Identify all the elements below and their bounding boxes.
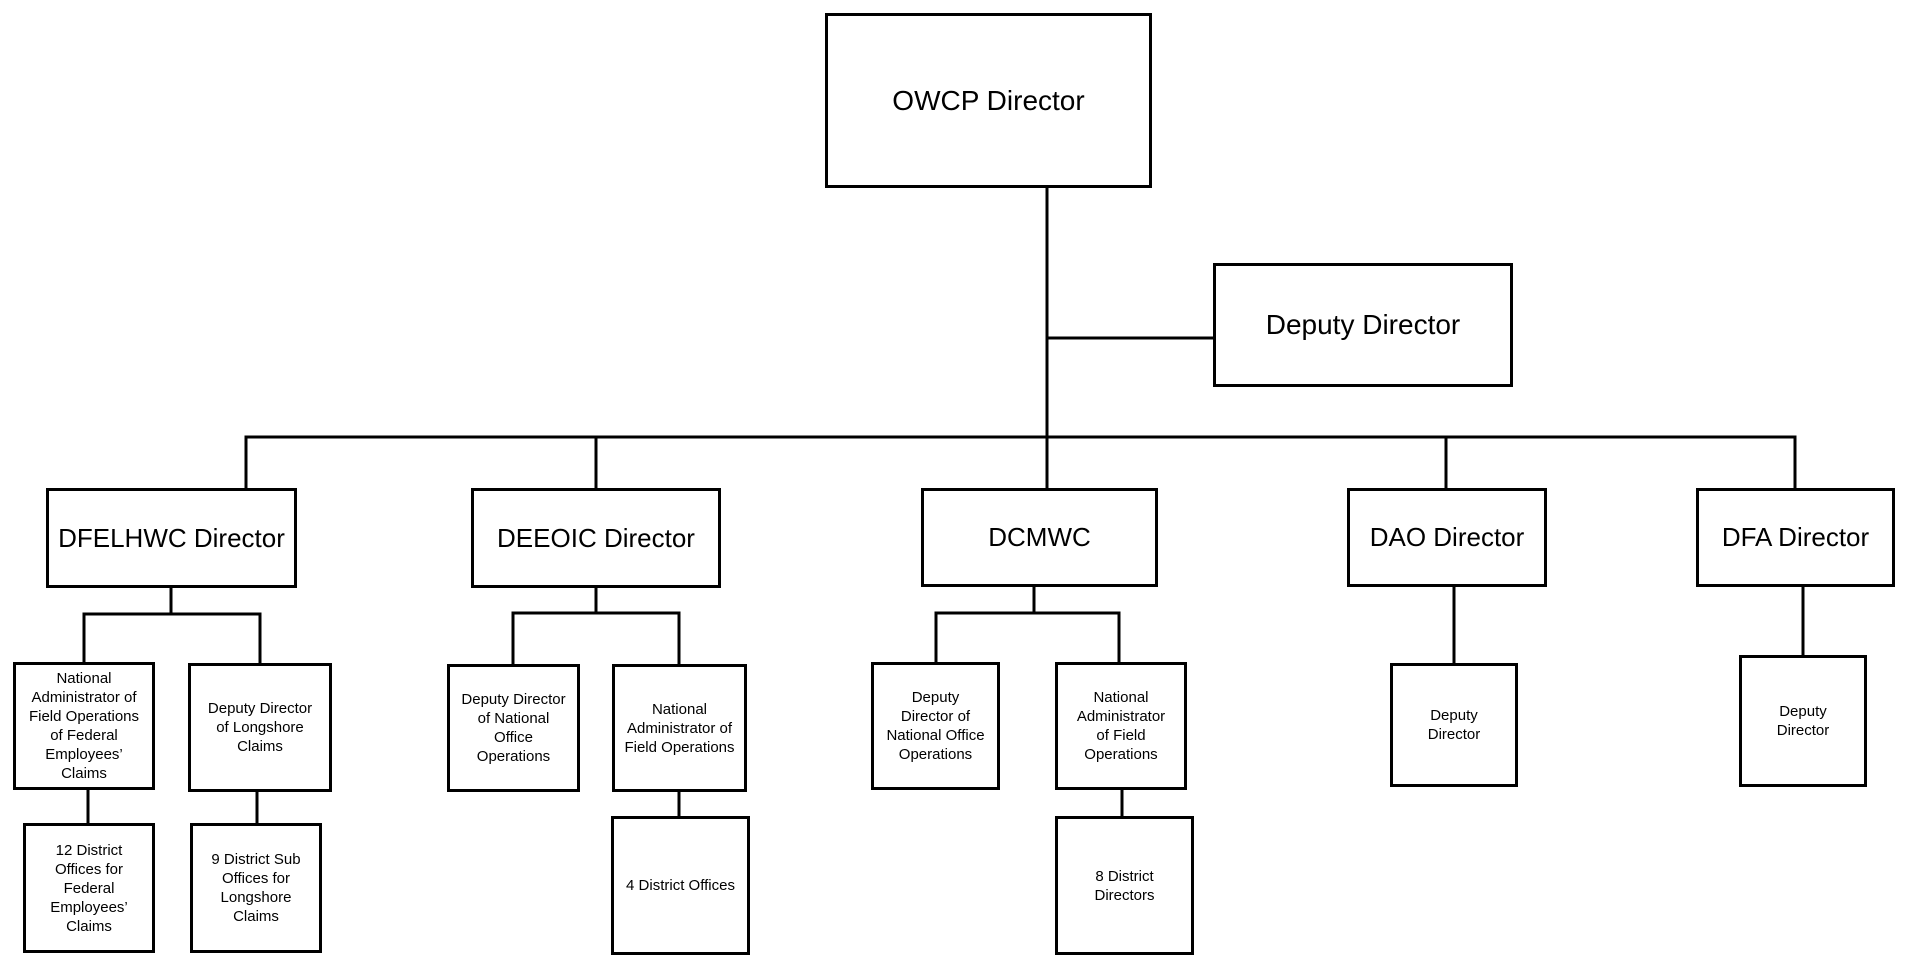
node-deeoic-director-label: DEEOIC Director: [497, 522, 695, 553]
connector-dfelhwc-children: [82, 583, 262, 668]
node-dcmwc-district-directors: 8 District Directors: [1055, 816, 1194, 955]
node-dfa-deputy-director: Deputy Director: [1739, 655, 1867, 787]
node-dfelhwc-district-offices-label: 12 District Offices for Federal Employee…: [50, 841, 128, 935]
node-dcmwc-label: DCMWC: [988, 522, 1091, 552]
node-dfelhwc-national-administrator: National Administrator of Field Operatio…: [13, 662, 155, 790]
node-dfelhwc-district-sub-offices-label: 9 District Sub Offices for Longshore Cla…: [211, 851, 301, 925]
node-dfelhwc-director-label: DFELHWC Director: [58, 522, 285, 553]
node-dfelhwc-district-offices: 12 District Offices for Federal Employee…: [23, 823, 155, 953]
node-dfa-director-label: DFA Director: [1721, 522, 1870, 552]
node-dao-deputy-director: Deputy Director: [1390, 663, 1518, 787]
node-dfelhwc-national-administrator-label: National Administrator of Field Operatio…: [28, 670, 140, 782]
connector-deeoic-children: [511, 583, 681, 669]
node-deeoic-deputy-national-office-label: Deputy Director of National Office Opera…: [461, 691, 566, 765]
node-owcp-director: OWCP Director: [825, 13, 1152, 188]
node-deeoic-director: DEEOIC Director: [471, 488, 721, 588]
node-owcp-director-label: OWCP Director: [892, 84, 1085, 116]
node-deputy-director-label: Deputy Director: [1265, 309, 1461, 340]
node-deeoic-national-administrator-label: National Administrator of Field Operatio…: [624, 700, 735, 756]
connector-main-distribution-line: [244, 435, 1797, 492]
node-dao-director: DAO Director: [1347, 488, 1547, 587]
node-dcmwc-district-directors-label: 8 District Directors: [1094, 867, 1155, 904]
node-dcmwc-deputy-national-office-label: Deputy Director of National Office Opera…: [886, 689, 985, 763]
node-dfelhwc-deputy-longshore-label: Deputy Director of Longshore Claims: [207, 700, 313, 755]
node-dcmwc-national-administrator-label: National Administrator of Field Operatio…: [1076, 689, 1166, 763]
node-deeoic-deputy-national-office: Deputy Director of National Office Opera…: [447, 664, 580, 792]
node-dfelhwc-district-sub-offices: 9 District Sub Offices for Longshore Cla…: [190, 823, 322, 953]
node-deputy-director: Deputy Director: [1213, 263, 1513, 387]
node-dao-director-label: DAO Director: [1369, 522, 1525, 552]
node-dfelhwc-director: DFELHWC Director: [46, 488, 297, 588]
node-dfelhwc-deputy-longshore: Deputy Director of Longshore Claims: [188, 663, 332, 792]
node-deeoic-district-offices: 4 District Offices: [611, 816, 750, 955]
node-dfa-director: DFA Director: [1696, 488, 1895, 587]
node-dcmwc-deputy-national-office: Deputy Director of National Office Opera…: [871, 662, 1000, 790]
node-dao-deputy-director-label: Deputy Director: [1427, 707, 1481, 743]
node-deeoic-district-offices-label: 4 District Offices: [626, 877, 735, 894]
node-dcmwc-national-administrator: National Administrator of Field Operatio…: [1055, 662, 1187, 790]
connector-dcmwc-children: [934, 582, 1121, 667]
connector-dfelhwc-grandchildren: [86, 786, 259, 828]
node-deeoic-national-administrator: National Administrator of Field Operatio…: [612, 664, 747, 792]
node-dfa-deputy-director-label: Deputy Director: [1776, 703, 1830, 739]
node-dcmwc: DCMWC: [921, 488, 1158, 587]
